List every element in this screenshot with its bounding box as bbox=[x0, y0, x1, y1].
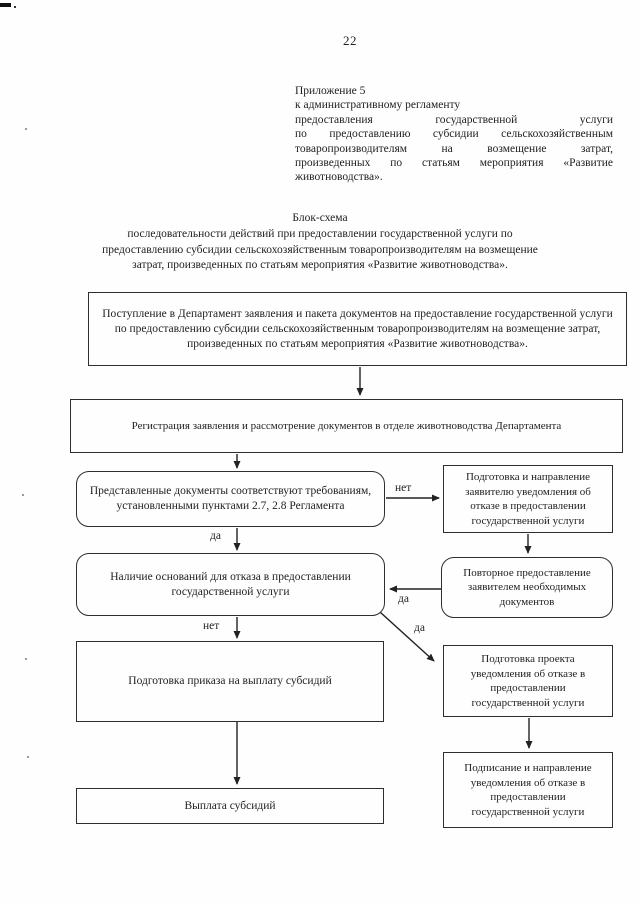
flow-box-payout: Выплата субсидий bbox=[76, 788, 384, 824]
flow-box-registration: Регистрация заявления и рассмотрение док… bbox=[70, 399, 623, 453]
header-line: по предоставлению субсидии сельскохозяйс… bbox=[295, 128, 613, 141]
scan-speck bbox=[25, 658, 27, 660]
flow-box-order-prepare-text: Подготовка приказа на выплату субсидий bbox=[128, 675, 332, 687]
flow-box-sign-refusal-text: Подписание и направление уведомления об … bbox=[464, 762, 592, 818]
flow-box-intake-text: Поступление в Департамент заявления и па… bbox=[102, 307, 613, 350]
flow-box-grounds-check: Наличие оснований для отказа в предостав… bbox=[76, 553, 385, 616]
flow-box-resubmission-text: Повторное предоставление заявителем необ… bbox=[463, 566, 591, 608]
edge-label-grounds-no: нет bbox=[203, 620, 220, 632]
edge-label-resubmit-yes: да bbox=[398, 593, 409, 605]
arrow-groundscheck-draftrefusal bbox=[379, 611, 435, 662]
scan-speck bbox=[22, 494, 24, 496]
header-line: Приложение 5 bbox=[295, 85, 366, 97]
header-line: произведенных по статьям мероприятия «Ра… bbox=[295, 157, 613, 170]
flow-box-sign-refusal: Подписание и направление уведомления об … bbox=[443, 752, 613, 828]
edge-label-docs-no: нет bbox=[395, 482, 412, 494]
edge-label-docs-yes: да bbox=[210, 530, 221, 542]
scan-speck bbox=[27, 756, 29, 758]
flow-box-grounds-check-text: Наличие оснований для отказа в предостав… bbox=[110, 570, 351, 598]
flow-box-draft-refusal-text: Подготовка проекта уведомления об отказе… bbox=[470, 653, 586, 709]
page-number: 22 bbox=[343, 33, 357, 48]
flow-box-registration-text: Регистрация заявления и рассмотрение док… bbox=[131, 419, 562, 432]
title-line: Блок-схема bbox=[292, 212, 348, 224]
scan-artifact-dash bbox=[0, 3, 11, 7]
title-line: затрат, произведенных по статьям меропри… bbox=[132, 259, 508, 272]
scan-artifact-dot bbox=[14, 6, 16, 8]
flow-box-payout-text: Выплата субсидий bbox=[184, 799, 276, 812]
edge-label-grounds-yes: да bbox=[414, 622, 425, 634]
header-line: товаропроизводителям на возмещение затра… bbox=[295, 142, 613, 155]
title-line: предоставлению субсидии сельскохозяйстве… bbox=[102, 243, 538, 256]
flow-box-intake: Поступление в Департамент заявления и па… bbox=[88, 292, 627, 366]
header-line: предоставления государственной услуги bbox=[295, 113, 613, 126]
flow-box-draft-refusal: Подготовка проекта уведомления об отказе… bbox=[443, 645, 613, 717]
header-line: животноводства». bbox=[295, 171, 383, 184]
flow-box-docs-check-text: Представленные документы соответствуют т… bbox=[89, 485, 372, 512]
flow-box-order-prepare: Подготовка приказа на выплату субсидий bbox=[76, 641, 384, 722]
flow-box-refusal-notice: Подготовка и направление заявителю уведо… bbox=[443, 465, 613, 533]
flow-box-refusal-notice-text: Подготовка и направление заявителю уведо… bbox=[465, 471, 591, 527]
scan-speck bbox=[25, 128, 27, 130]
flow-box-docs-check: Представленные документы соответствуют т… bbox=[76, 471, 385, 527]
appendix-header: Приложение 5 к административному регламе… bbox=[295, 84, 613, 185]
header-line: к административному регламенту bbox=[295, 99, 461, 112]
flow-box-resubmission: Повторное предоставление заявителем необ… bbox=[441, 557, 613, 618]
title-line: последовательности действий при предоста… bbox=[127, 227, 513, 240]
flowchart-title: Блок-схема последовательности действий п… bbox=[30, 211, 610, 274]
